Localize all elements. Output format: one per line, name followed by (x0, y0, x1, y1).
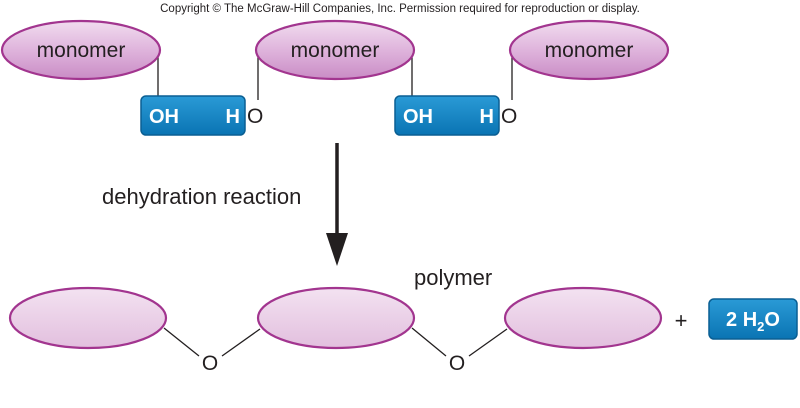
monomer-1: monomer (0, 19, 162, 81)
polymer-unit-2 (256, 286, 416, 350)
bond-line (468, 328, 508, 357)
linkage-oxygen: O (202, 352, 218, 375)
bond-line (221, 328, 261, 357)
water-product: 2 H2O (708, 298, 798, 340)
reaction-label: dehydration reaction (102, 184, 301, 209)
bond-line (163, 327, 200, 357)
water-forming-group-1: OH H (140, 95, 246, 136)
monomer-label: monomer (291, 39, 380, 62)
monomer-3: monomer (508, 19, 670, 81)
monomer-label: monomer (37, 39, 126, 62)
hydroxyl-label: OH (149, 106, 179, 128)
hydrogen-label: H (226, 106, 240, 128)
bond-line (411, 327, 447, 357)
water-formula: 2 H2O (726, 309, 780, 334)
monomer-label: monomer (545, 39, 634, 62)
oxygen-label: O (247, 105, 263, 128)
linkage-oxygen: O (449, 352, 465, 375)
copyright-text: Copyright © The McGraw-Hill Companies, I… (160, 3, 640, 15)
water-forming-group-2: OH H (394, 95, 500, 136)
polymer-unit-1 (8, 286, 168, 350)
polymer-unit-3 (503, 286, 663, 350)
water-subscript: 2 (757, 319, 764, 334)
reaction-arrow (326, 143, 348, 266)
oxygen-label: O (501, 105, 517, 128)
water-coefficient: 2 H (726, 309, 757, 331)
plus-sign: + (675, 308, 688, 333)
water-oxygen: O (764, 309, 780, 331)
hydrogen-label: H (480, 106, 494, 128)
hydroxyl-label: OH (403, 106, 433, 128)
polymer-label: polymer (414, 265, 492, 290)
monomer-2: monomer (254, 19, 416, 81)
